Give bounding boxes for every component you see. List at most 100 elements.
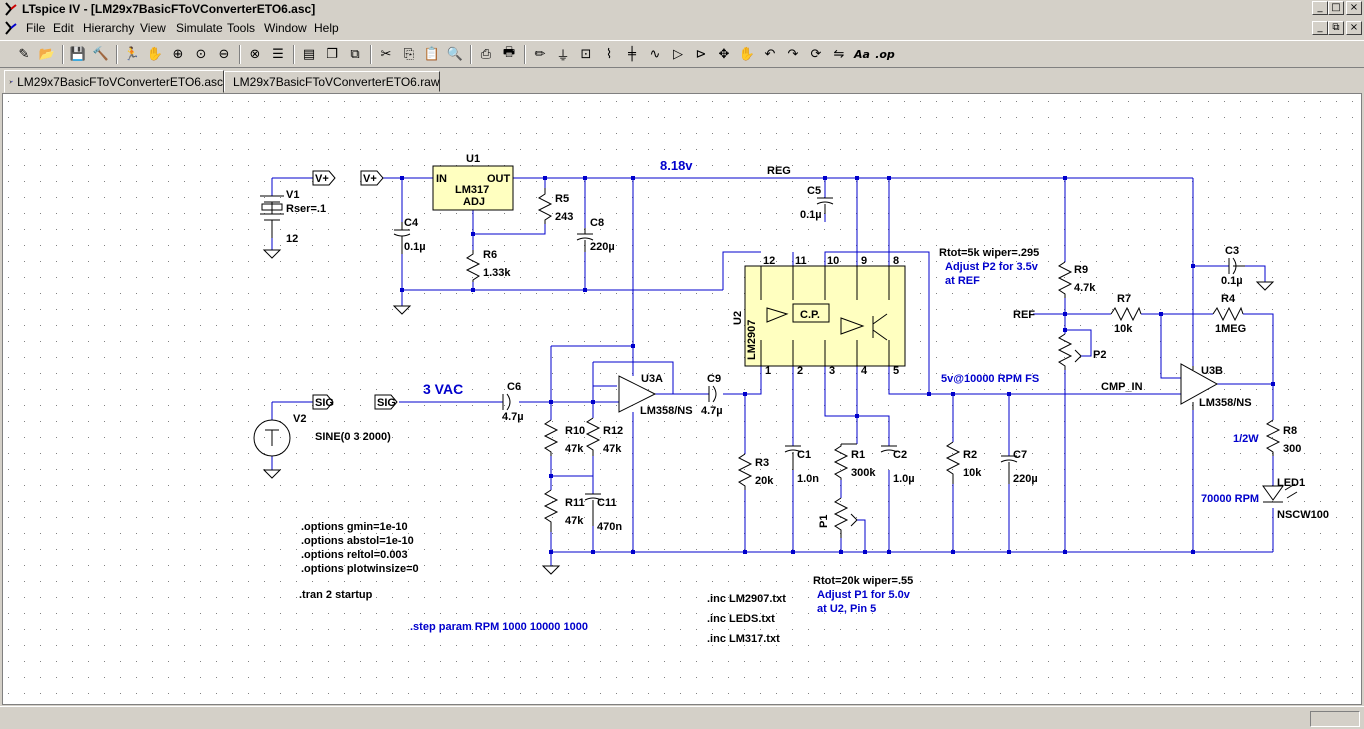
cmp-in-label: CMP_IN	[1101, 381, 1143, 393]
doc-close-button[interactable]: ×	[1346, 21, 1362, 35]
directive-tran[interactable]: .tran 2 startup	[299, 589, 373, 601]
directive-inc-3[interactable]: .inc LM317.txt	[707, 633, 780, 645]
zoom-fit-icon[interactable]: ⊗	[249, 46, 261, 62]
close-all-icon[interactable]: ⧉	[350, 46, 360, 62]
doc-restore-button[interactable]: ⧉	[1328, 21, 1344, 35]
net-vplus1-text: V+	[315, 173, 329, 185]
autoscale-icon[interactable]: ☰	[272, 46, 284, 62]
doc-minimize-button[interactable]: _	[1312, 21, 1328, 35]
menu-edit[interactable]: Edit	[53, 21, 74, 35]
save-icon[interactable]: 💾	[69, 46, 87, 62]
p2-ref: P2	[1093, 349, 1106, 361]
r8-note: 1/2W	[1233, 433, 1259, 445]
copy-icon[interactable]: ⎘	[403, 46, 415, 62]
directive-options-3[interactable]: .options reltol=0.003	[301, 549, 408, 561]
schematic-drawing[interactable]: V+ V+ SIG SIG U1 IN OUT LM317 ADJ V1 Rse…	[3, 94, 1361, 704]
label-net-icon[interactable]: ⊡	[580, 46, 592, 62]
close-button[interactable]: ×	[1346, 1, 1362, 15]
r6-ref: R6	[483, 249, 497, 261]
directive-inc-1[interactable]: .inc LM2907.txt	[707, 593, 786, 605]
menu-hierarchy[interactable]: Hierarchy	[83, 21, 135, 35]
zoom-pan-icon[interactable]: ⊙	[195, 46, 207, 62]
redo-icon[interactable]: ↷	[787, 46, 799, 62]
drag-icon[interactable]: ✋	[738, 46, 756, 62]
c7-value: 220µ	[1013, 473, 1038, 485]
v1-ref: V1	[286, 189, 299, 201]
ltspice-app-icon[interactable]	[4, 2, 18, 16]
net-sig2-text: SIG	[377, 397, 396, 409]
u3b-part: LM358/NS	[1199, 397, 1252, 409]
menu-window[interactable]: Window	[264, 21, 307, 35]
u3a-body	[618, 375, 657, 413]
ground-icon[interactable]: ⏚	[556, 48, 570, 64]
paste-icon[interactable]: 📋	[423, 46, 441, 62]
tile-horizontal-icon[interactable]: ▤	[302, 46, 316, 62]
cut-icon[interactable]: ✂	[380, 46, 392, 62]
ground-v2	[262, 469, 282, 479]
tab-bar: LM29x7BasicFToVConverterETO6.asc LM29x7B…	[0, 68, 1364, 93]
minimize-button[interactable]: _	[1312, 1, 1328, 15]
grid	[3, 94, 1361, 704]
inductor-icon[interactable]: ∿	[649, 46, 661, 62]
led-note: 70000 RPM	[1201, 493, 1259, 505]
mirror-icon[interactable]: ⇋	[833, 46, 845, 62]
find-icon[interactable]: 🔍	[446, 46, 464, 62]
undo-icon[interactable]: ↶	[764, 46, 776, 62]
u2-pin1: 1	[765, 365, 771, 377]
c5-ref: C5	[807, 185, 821, 197]
move-icon[interactable]: ✥	[718, 46, 730, 62]
maximize-button[interactable]: □	[1328, 1, 1344, 15]
new-schematic-icon[interactable]: ✎	[18, 46, 30, 62]
menu-simulate[interactable]: Simulate	[176, 21, 223, 35]
directive-options-4[interactable]: .options plotwinsize=0	[301, 563, 419, 575]
control-panel-icon[interactable]: 🔨	[92, 46, 110, 62]
resistor-icon[interactable]: ⌇	[605, 46, 613, 62]
toolbar-separator	[293, 45, 295, 64]
net-label-sig1	[312, 394, 334, 410]
r6-value: 1.33k	[483, 267, 511, 279]
directive-options-2[interactable]: .options abstol=1e-10	[301, 535, 414, 547]
c9-value: 4.7µ	[701, 405, 723, 417]
net-label-vplus1	[312, 170, 336, 186]
menu-tools[interactable]: Tools	[227, 21, 256, 35]
document-icon[interactable]	[4, 21, 18, 35]
spice-directive-icon[interactable]: .op	[875, 47, 895, 61]
text-icon[interactable]: Aa	[854, 47, 870, 61]
halt-icon[interactable]: ✋	[146, 46, 164, 62]
c1-value: 1.0n	[797, 473, 819, 485]
wire-icon[interactable]: ✏	[534, 46, 546, 62]
menu-view[interactable]: View	[140, 21, 166, 35]
c6-ref: C6	[507, 381, 521, 393]
zoom-out-icon[interactable]: ⊖	[218, 46, 230, 62]
menu-help[interactable]: Help	[314, 21, 339, 35]
directive-step[interactable]: .step param RPM 1000 10000 1000	[410, 621, 588, 633]
v2-symbol	[253, 419, 291, 457]
directive-options-1[interactable]: .options gmin=1e-10	[301, 521, 408, 533]
r7-value: 10k	[1114, 323, 1133, 335]
component-icon[interactable]: ⊳	[695, 46, 707, 62]
tab-schematic-label: LM29x7BasicFToVConverterETO6.asc	[17, 74, 223, 89]
tab-schematic[interactable]: LM29x7BasicFToVConverterETO6.asc	[4, 70, 224, 93]
toolbar-separator	[370, 45, 372, 64]
u2-pin8: 8	[893, 255, 899, 267]
r1-ref: R1	[851, 449, 865, 461]
run-icon[interactable]: 🏃	[123, 46, 141, 62]
rotate-icon[interactable]: ⟳	[810, 46, 822, 62]
capacitor-icon[interactable]: ╪	[628, 46, 636, 62]
toolbar-separator	[470, 45, 472, 64]
print-setup-icon[interactable]: ⎙	[480, 46, 492, 62]
menu-file[interactable]: File	[26, 21, 46, 35]
directive-inc-2[interactable]: .inc LEDS.txt	[707, 613, 775, 625]
net-label-sig2	[374, 394, 398, 410]
open-icon[interactable]: 📂	[38, 46, 56, 62]
zoom-in-icon[interactable]: ⊕	[172, 46, 184, 62]
diode-icon[interactable]: ▷	[673, 46, 683, 62]
r8-value: 300	[1283, 443, 1301, 455]
v-reg-value: 8.18v	[660, 158, 693, 173]
u3a-part: LM358/NS	[640, 405, 693, 417]
cascade-icon[interactable]: ❐	[326, 46, 338, 62]
r7-ref: R7	[1117, 293, 1131, 305]
print-icon[interactable]: 🖶	[502, 45, 516, 60]
tab-waveform[interactable]: LM29x7BasicFToVConverterETO6.raw	[224, 71, 440, 92]
ground-c4	[392, 305, 412, 315]
